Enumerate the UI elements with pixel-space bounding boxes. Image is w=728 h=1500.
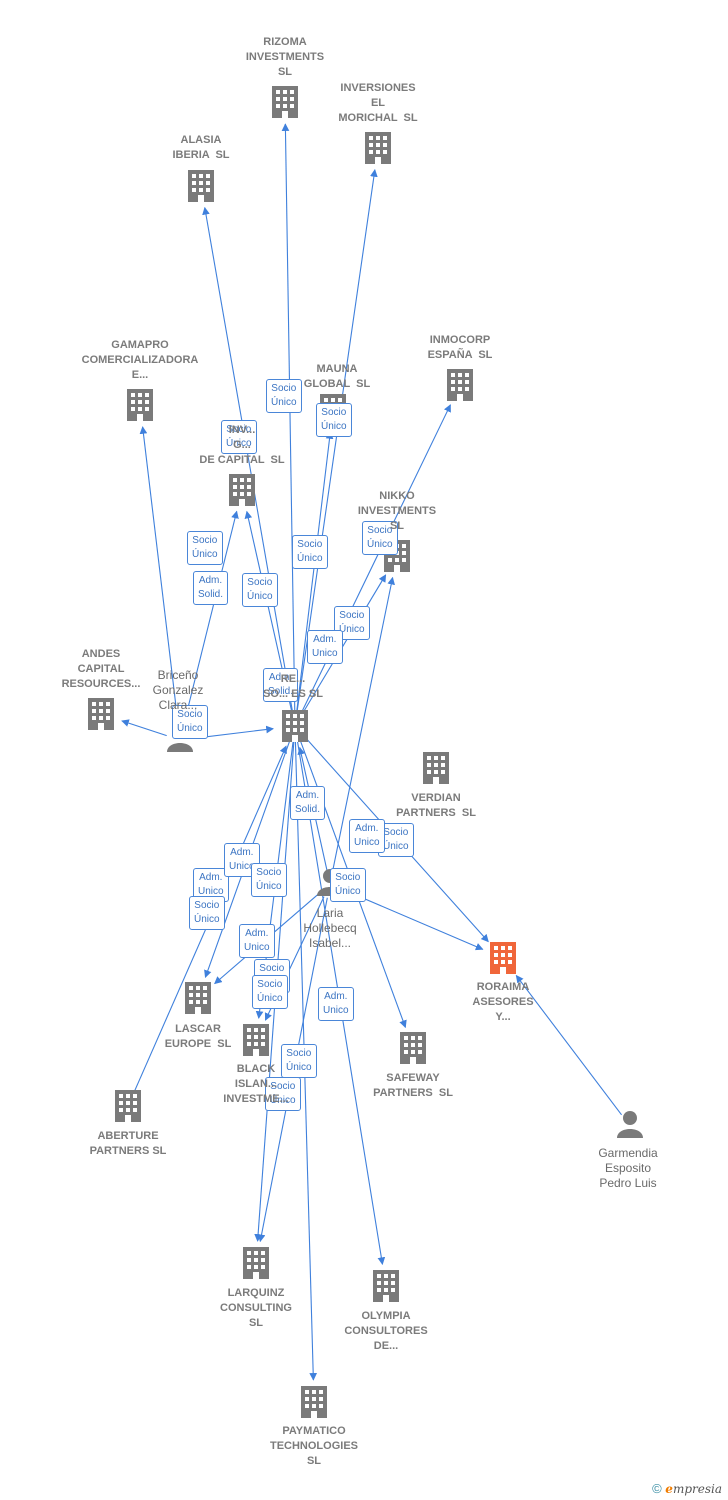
building-icon-verdian[interactable] bbox=[423, 752, 449, 784]
edge-label-laria-roraima[interactable]: Adm. Unico bbox=[349, 819, 385, 853]
edge-label-center-olympia[interactable]: Socio Único bbox=[281, 1044, 317, 1078]
edge-center-nikko bbox=[301, 574, 387, 715]
edge-label-center-rizoma[interactable]: Socio Único bbox=[266, 379, 302, 413]
edge-label-center-paymatico[interactable]: Socio Único bbox=[265, 1077, 301, 1111]
person-icon-garmendia[interactable] bbox=[617, 1111, 643, 1138]
building-icon-lascar[interactable] bbox=[185, 982, 211, 1014]
node-label-black[interactable]: BLACK ISLAN... INVESTME... bbox=[223, 1063, 289, 1105]
edge-label-center-gestion[interactable]: Socio Único bbox=[242, 573, 278, 607]
building-icon-inmocorp[interactable] bbox=[447, 369, 473, 401]
edge-center-alasia bbox=[202, 206, 294, 713]
node-label-aberture[interactable]: ABERTURE PARTNERS SL bbox=[89, 1130, 167, 1157]
building-icon-safeway[interactable] bbox=[400, 1032, 426, 1064]
edge-label-center-inversiones[interactable]: Socio Único bbox=[316, 403, 352, 437]
copyright-symbol: © bbox=[652, 1481, 662, 1496]
nodes-layer bbox=[88, 86, 643, 1418]
node-label-laria[interactable]: Laria Hollebecq Isabel... bbox=[303, 906, 357, 950]
edge-label-briceno-gestion[interactable]: Adm. Solid. bbox=[193, 571, 229, 605]
building-icon-larquinz[interactable] bbox=[243, 1247, 269, 1279]
building-icon-paymatico[interactable] bbox=[301, 1386, 327, 1418]
node-label-mauna[interactable]: MAUNA GLOBAL SL bbox=[303, 363, 371, 390]
node-label-gamapro[interactable]: GAMAPRO COMERCIALIZADORA E... bbox=[81, 339, 199, 381]
node-label-inversiones[interactable]: INVERSIONES EL MORICHAL SL bbox=[338, 82, 418, 124]
building-icon-center[interactable] bbox=[282, 710, 308, 742]
edge-briceno-andes bbox=[121, 719, 167, 737]
copyright: © empresia bbox=[652, 1481, 722, 1496]
edge-label-briceno-andes[interactable]: Socio Único bbox=[172, 705, 208, 739]
node-label-nikko[interactable]: NIKKO INVESTMENTS SL bbox=[357, 490, 437, 532]
building-icon-roraima[interactable] bbox=[490, 942, 516, 974]
edge-garmendia-roraima bbox=[515, 974, 622, 1116]
building-icon-andes[interactable] bbox=[88, 698, 114, 730]
edge-label-center-safeway[interactable]: Socio Único bbox=[330, 868, 366, 902]
edge-center-rizoma bbox=[281, 123, 296, 713]
node-label-rizoma[interactable]: RIZOMA INVESTMENTS SL bbox=[245, 36, 325, 78]
edges-layer bbox=[121, 123, 622, 1381]
edge-laria-nikko bbox=[332, 576, 395, 871]
node-label-briceno[interactable]: Briceño Gonzalez Clara... bbox=[152, 668, 204, 712]
node-label-alasia[interactable]: ALASIA IBERIA SL bbox=[172, 134, 230, 161]
node-label-larquinz[interactable]: LARQUINZ CONSULTING SL bbox=[220, 1287, 292, 1329]
edge-label-center-lascar[interactable]: Socio Único bbox=[251, 863, 287, 897]
node-label-andes[interactable]: ANDES CAPITAL RESOURCES... bbox=[61, 648, 141, 690]
node-label-inmocorp[interactable]: INMOCORP ESPAÑA SL bbox=[427, 334, 493, 361]
edge-briceno-gamapro bbox=[139, 426, 179, 727]
node-label-roraima[interactable]: RORAIMA ASESORES Y... bbox=[472, 981, 534, 1023]
edge-label-center-black[interactable]: Socio Único bbox=[189, 896, 225, 930]
building-icon-alasia[interactable] bbox=[188, 170, 214, 202]
building-icon-olympia[interactable] bbox=[373, 1270, 399, 1302]
node-label-olympia[interactable]: OLYMPIA CONSULTORES DE... bbox=[344, 1310, 428, 1352]
edge-laria-roraima bbox=[342, 889, 484, 951]
node-label-lascar[interactable]: LASCAR EUROPE SL bbox=[164, 1023, 232, 1050]
edge-center-inversiones bbox=[296, 169, 378, 713]
building-icon-aberture[interactable] bbox=[115, 1090, 141, 1122]
edge-center-mauna bbox=[296, 431, 334, 713]
edge-label-laria-larquinz[interactable]: Adm. Unico bbox=[318, 987, 354, 1021]
edge-label-center-larquinz[interactable]: Socio Único bbox=[252, 975, 288, 1009]
brand-logo: empresia bbox=[665, 1482, 722, 1496]
building-icon-inversiones[interactable] bbox=[365, 132, 391, 164]
node-label-verdian[interactable]: VERDIAN PARTNERS SL bbox=[396, 792, 476, 819]
node-label-paymatico[interactable]: PAYMATICO TECHNOLOGIES SL bbox=[269, 1425, 358, 1467]
edge-label-center-inmocorp[interactable]: Socio Único bbox=[362, 521, 398, 555]
edge-label-briceno-gamapro[interactable]: Socio Único bbox=[187, 531, 223, 565]
node-label-center[interactable]: RE... SO... ES SL bbox=[263, 673, 323, 700]
edge-label-briceno-center[interactable]: Adm. Solid. bbox=[263, 668, 299, 702]
edge-label-center-mauna[interactable]: Socio Único bbox=[292, 535, 328, 569]
edge-label-laria-center[interactable]: Adm. Solid. bbox=[290, 786, 326, 820]
building-icon-gestion[interactable] bbox=[229, 474, 255, 506]
edge-briceno-gestion bbox=[182, 510, 239, 727]
building-icon-rizoma[interactable] bbox=[272, 86, 298, 118]
edge-label-laria-nikko[interactable]: Adm. Unico bbox=[307, 630, 343, 664]
edge-label-laria-black[interactable]: Adm. Unico bbox=[239, 924, 275, 958]
node-label-gestion[interactable]: INV... G... DE CAPITAL SL bbox=[199, 424, 285, 466]
node-label-garmendia[interactable]: Garmendia Esposito Pedro Luis bbox=[598, 1146, 658, 1190]
node-label-safeway[interactable]: SAFEWAY PARTNERS SL bbox=[373, 1072, 453, 1099]
edge-label-center-alasia[interactable]: Socio Único bbox=[221, 420, 257, 454]
building-icon-gamapro[interactable] bbox=[127, 389, 153, 421]
